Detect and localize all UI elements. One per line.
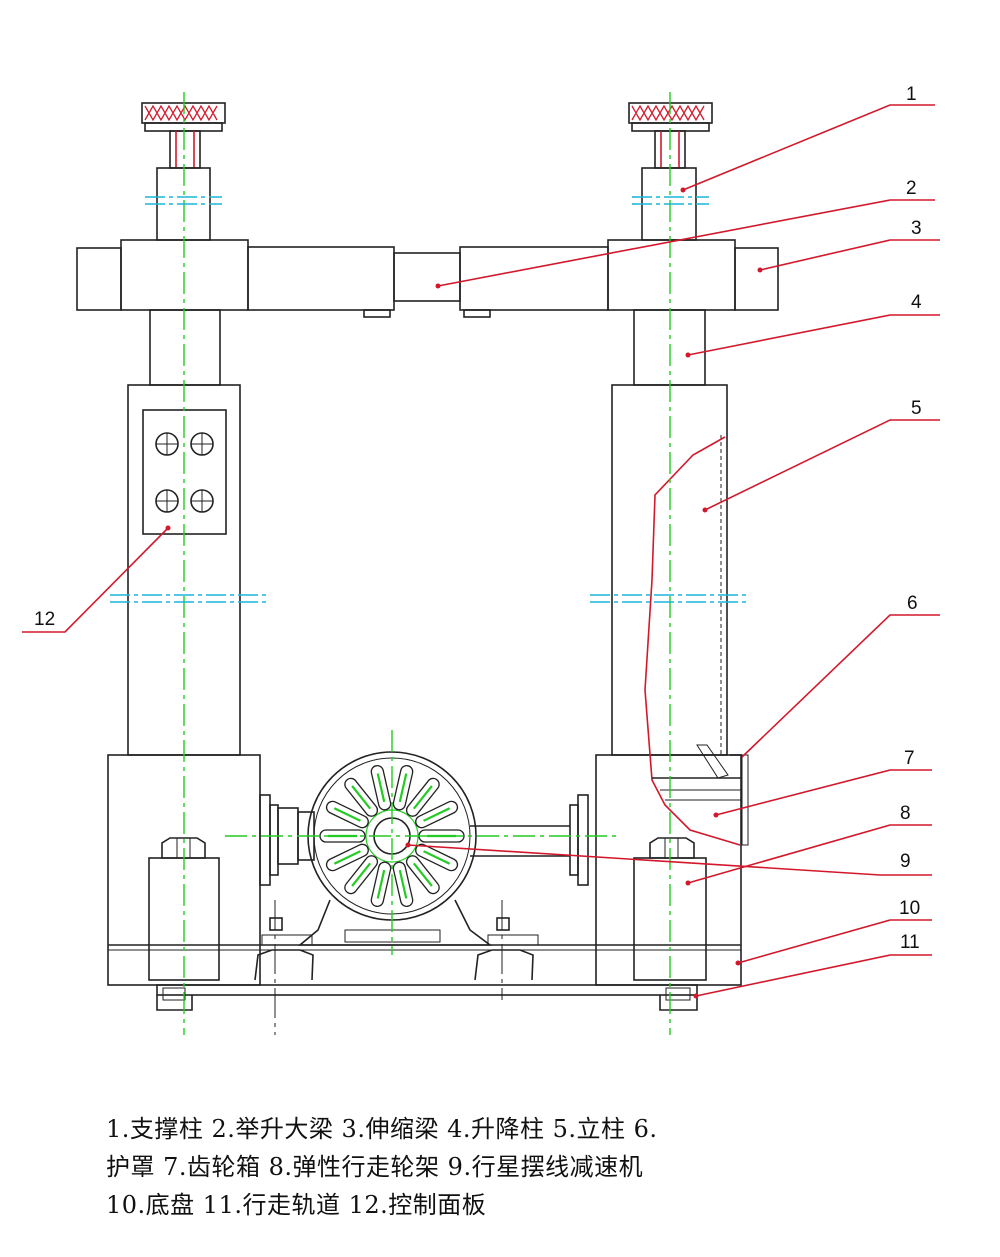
reducer-petal-centerline — [398, 869, 408, 899]
reducer-petal — [405, 855, 440, 895]
callout-8: 8 — [900, 803, 911, 824]
callout-5: 5 — [911, 398, 922, 419]
reducer-petal-centerline — [351, 785, 372, 810]
chassis — [108, 917, 741, 981]
guard — [644, 436, 741, 846]
callout-numbers: 1 2 3 4 5 6 7 8 9 10 11 12 — [34, 84, 922, 953]
lift-column-left — [149, 309, 221, 386]
callout-9: 9 — [900, 851, 911, 872]
reducer-petal — [344, 777, 379, 817]
reducer-petal-centerline — [351, 862, 372, 887]
reducer-petal — [392, 765, 414, 811]
leaders — [22, 104, 940, 999]
reducer-petal — [415, 843, 458, 872]
reducer-petal — [418, 829, 465, 843]
lifting-beam — [120, 239, 736, 318]
reducer-petal — [405, 777, 440, 817]
hidden-lines — [110, 196, 746, 603]
reducer-petal — [326, 843, 369, 872]
gearbox — [652, 754, 749, 846]
reducer-petal — [415, 800, 458, 829]
callout-7: 7 — [904, 748, 915, 769]
callout-1: 1 — [906, 84, 917, 105]
callout-11: 11 — [900, 932, 920, 953]
reducer-petal — [392, 861, 414, 907]
centerlines — [183, 92, 671, 1035]
drive-shaft — [259, 794, 589, 886]
reducer-petal-centerline — [376, 773, 386, 803]
reducer-petal-centerline — [412, 785, 433, 810]
legend-line-2: 护罩 7.齿轮箱 8.弹性行走轮架 9.行星摆线减速机 — [106, 1153, 644, 1181]
reducer-petal — [370, 765, 392, 811]
reducer-petal — [370, 861, 392, 907]
legend-line-1: 1.支撑柱 2.举升大梁 3.伸缩梁 4.升降柱 5.立柱 6. — [106, 1115, 658, 1143]
parts-legend: 1.支撑柱 2.举升大梁 3.伸缩梁 4.升降柱 5.立柱 6. 护罩 7.齿轮… — [106, 1110, 966, 1224]
reducer-petal — [326, 800, 369, 829]
callout-4: 4 — [911, 292, 922, 313]
reducer-petal-centerline — [412, 862, 433, 887]
legend-line-3: 10.底盘 11.行走轨道 12.控制面板 — [106, 1191, 487, 1219]
callout-12: 12 — [34, 609, 55, 630]
reducer-petal-centerline — [376, 869, 386, 899]
callout-3: 3 — [911, 218, 922, 239]
reducer-petal-centerline — [398, 773, 408, 803]
callout-10: 10 — [899, 898, 920, 919]
reducer-petal — [319, 829, 366, 843]
reducer-petal-centerline — [423, 807, 451, 822]
reducer-petal-centerline — [423, 850, 451, 865]
callout-2: 2 — [906, 178, 917, 199]
travel-rail — [156, 984, 698, 1011]
callout-6: 6 — [907, 593, 918, 614]
telescopic-beam — [76, 247, 779, 311]
reducer-petal-centerline — [333, 850, 361, 865]
reducer-petal — [344, 855, 379, 895]
reducer-petal-centerline — [333, 807, 361, 822]
